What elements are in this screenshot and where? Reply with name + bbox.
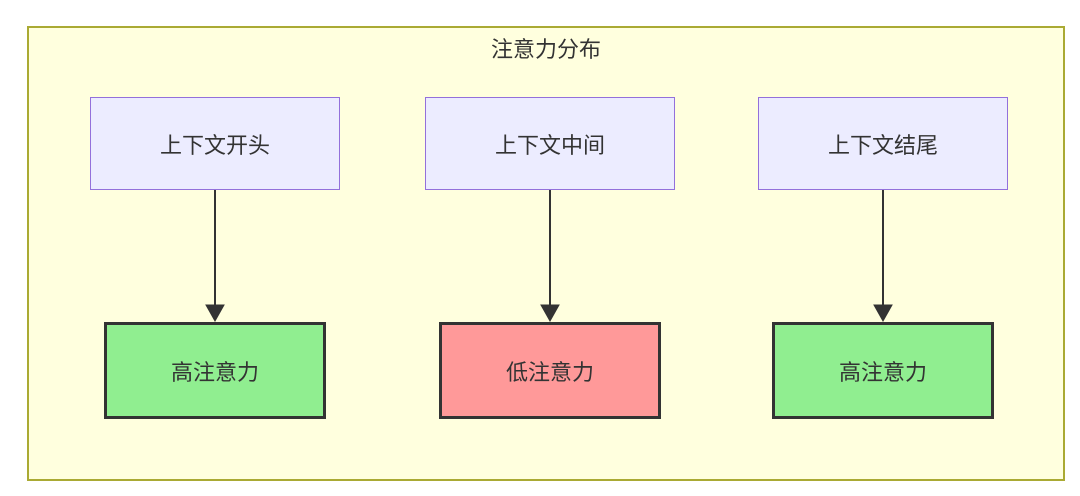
diagram-column-middle: 上下文中间 低注意力 bbox=[425, 97, 675, 419]
node-context-end: 上下文结尾 bbox=[758, 97, 1008, 190]
node-attention-end: 高注意力 bbox=[772, 322, 994, 419]
diagram-column-end: 上下文结尾 高注意力 bbox=[758, 97, 1008, 419]
diagram-column-start: 上下文开头 高注意力 bbox=[90, 97, 340, 419]
node-attention-end-label: 高注意力 bbox=[838, 360, 927, 386]
arrow-down-icon bbox=[540, 190, 560, 322]
node-context-middle: 上下文中间 bbox=[425, 97, 675, 190]
cluster-title: 注意力分布 bbox=[490, 38, 601, 63]
node-attention-start-label: 高注意力 bbox=[170, 360, 259, 386]
node-attention-middle-label: 低注意力 bbox=[505, 360, 594, 386]
cluster-attention-distribution: 注意力分布 上下文开头 高注意力 上下文中间 低注意力 bbox=[27, 26, 1065, 481]
node-context-middle-label: 上下文中间 bbox=[494, 133, 605, 159]
node-attention-middle: 低注意力 bbox=[439, 322, 661, 419]
arrow-down-icon bbox=[873, 190, 893, 322]
node-attention-start: 高注意力 bbox=[104, 322, 326, 419]
node-context-start-label: 上下文开头 bbox=[159, 133, 270, 159]
arrow-down-icon bbox=[205, 190, 225, 322]
node-context-start: 上下文开头 bbox=[90, 97, 340, 190]
node-context-end-label: 上下文结尾 bbox=[827, 133, 938, 159]
